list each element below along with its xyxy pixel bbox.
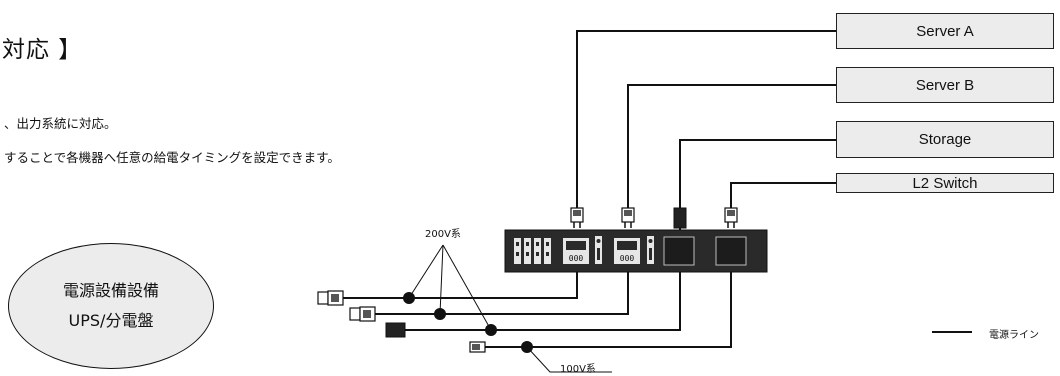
junction-dots [403,292,533,353]
label-200v: 200V系 [425,229,461,240]
power-source-line-2: UPS/分電盤 [68,311,154,330]
server-power-lines [576,30,836,235]
outlet-plug-storage [673,207,687,229]
pdu-display-2-value: 000 [620,254,635,263]
l2-switch-box: L2 Switch [836,173,1054,193]
pdu-unit: 000 000 [504,229,768,273]
description-line-2: することで各機器へ任意の給電タイミングを設定できます。 [4,150,340,165]
callout-200v-lines [408,244,492,331]
server-a-box: Server A [836,13,1054,49]
callout-100v-line [526,346,612,373]
line-to-l2-switch [730,182,836,208]
inlet-plug-1 [317,290,344,306]
inlet-plug-4 [469,341,486,353]
inlet-plug-3 [385,322,406,338]
server-b-box: Server B [836,67,1054,103]
power-source-line-1: 電源設備設備 [62,281,159,300]
input-line-2 [375,272,629,315]
storage-label: Storage [918,131,972,148]
input-line-4 [485,272,732,348]
line-to-storage [679,139,836,235]
section-heading: 対応 】 [2,37,83,63]
power-source-ellipse: 電源設備設備 UPS/分電盤 [8,243,214,369]
storage-box: Storage [836,121,1054,158]
l2-switch-label: L2 Switch [912,174,978,192]
server-b-label: Server B [915,76,975,94]
outlet-plug-switch [724,207,738,228]
input-line-3 [405,272,681,331]
input-line-1 [343,272,578,299]
label-100v: 100V系 [560,364,596,375]
description-line-1: 、出力系統に対応。 [4,116,117,131]
inlet-plug-2 [349,306,376,322]
pdu-breaker-switches [514,238,551,264]
line-to-server-a [576,30,836,208]
line-to-server-b [627,84,836,208]
outlet-plug-a [570,207,584,228]
pdu-display-1-value: 000 [569,254,584,263]
server-a-label: Server A [916,22,974,40]
outlet-plug-b [621,207,635,228]
legend-label: 電源ライン [989,330,1039,341]
pdu-outlet-square-1 [663,236,695,266]
pdu-outlet-square-2 [715,236,747,266]
